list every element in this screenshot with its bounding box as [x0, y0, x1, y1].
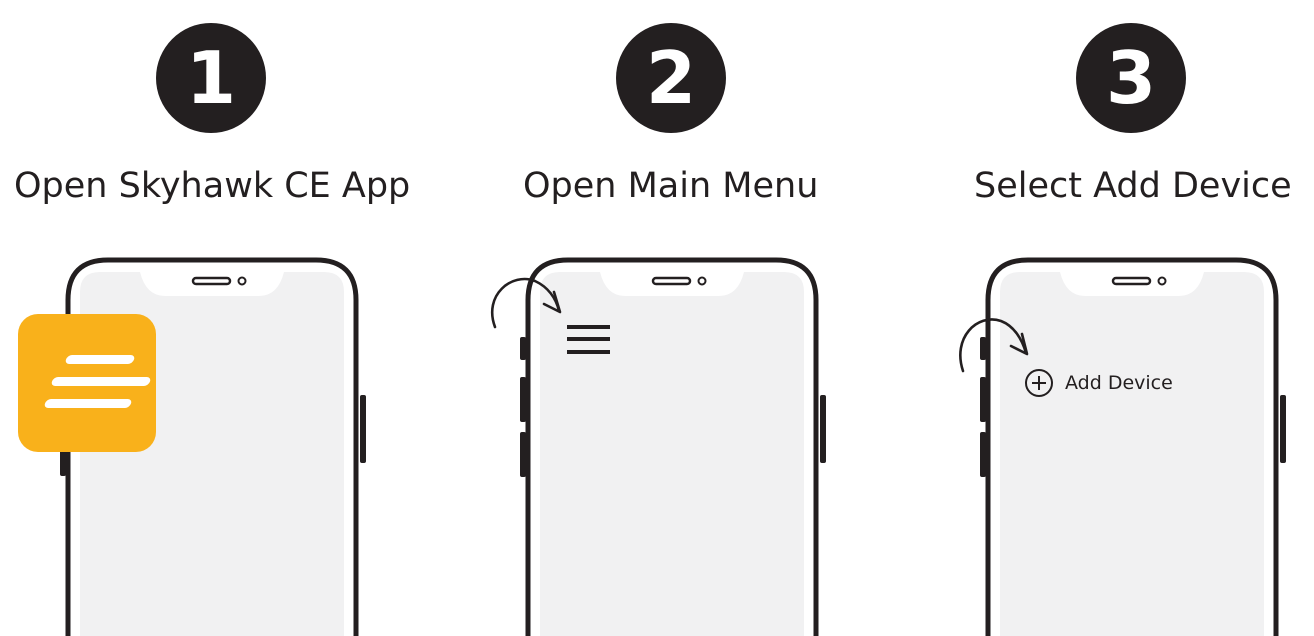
add-device-button[interactable]: Add Device [1024, 368, 1173, 398]
plus-circle-icon [1025, 369, 1053, 397]
step-number-badge: 3 [1076, 23, 1186, 133]
add-device-label: Add Device [1065, 372, 1173, 394]
step-number: 3 [1105, 36, 1157, 120]
step-3: 3 Select Add Device [911, 0, 1314, 636]
phone-2 [520, 257, 826, 636]
app-logo-stripe [64, 355, 136, 364]
step-title: Open Main Menu [523, 166, 819, 206]
step-number: 2 [645, 36, 697, 120]
step-number-badge: 1 [156, 23, 266, 133]
curved-arrow-icon [491, 277, 562, 329]
app-logo-stripe [50, 377, 152, 386]
hamburger-menu-icon[interactable] [567, 325, 610, 354]
app-logo-stripe [43, 399, 133, 408]
curved-arrow-icon [959, 318, 1029, 373]
phone-3 [980, 257, 1286, 636]
step-2: 2 Open Main Menu [452, 0, 892, 636]
step-title: Select Add Device [974, 166, 1292, 206]
step-number-badge: 2 [616, 23, 726, 133]
step-1: 1 Open Skyhawk CE App [0, 0, 440, 636]
step-number: 1 [185, 36, 237, 120]
step-title: Open Skyhawk CE App [14, 166, 411, 206]
skyhawk-ce-app-icon[interactable] [18, 314, 156, 452]
